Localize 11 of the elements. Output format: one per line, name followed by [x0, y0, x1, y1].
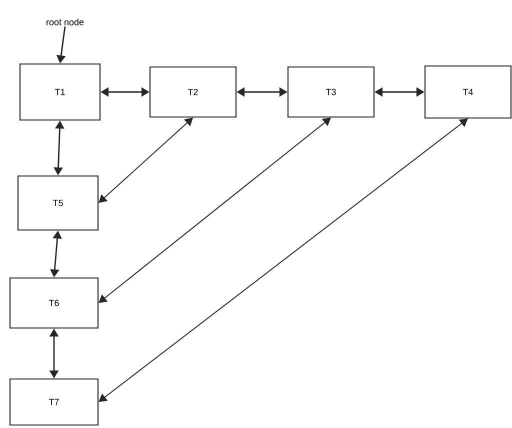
process-box: T3 — [287, 66, 375, 118]
process-box: T2 — [149, 66, 237, 118]
process-box: T4 — [424, 65, 512, 119]
arrow — [98, 118, 468, 402]
root-label: root node — [46, 18, 84, 26]
arrow — [98, 118, 331, 303]
process-box: T7 — [9, 378, 99, 426]
process-box: T5 — [17, 175, 99, 231]
process-box: T1 — [19, 63, 101, 121]
arrow — [98, 118, 193, 203]
process-box: T6 — [9, 277, 99, 329]
